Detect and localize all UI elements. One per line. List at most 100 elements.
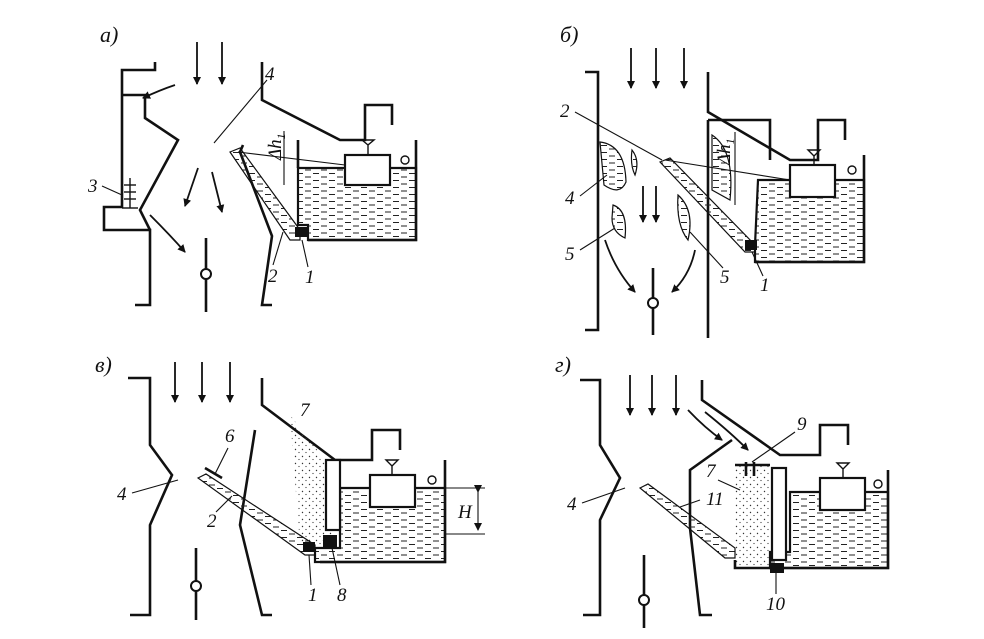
callout-line <box>213 79 268 144</box>
callout-line <box>301 239 309 268</box>
callout-4: 4 <box>565 188 575 209</box>
panel-v: в) H 4 6 2 7 <box>95 352 485 620</box>
callout-1: 1 <box>308 585 318 606</box>
throttle-valve-icon <box>647 268 659 335</box>
callout-line <box>272 231 284 266</box>
callout-line <box>751 431 796 463</box>
dimension-label: H <box>457 502 473 523</box>
air-channel <box>122 93 180 231</box>
callout-4: 4 <box>117 484 127 505</box>
callout-8: 8 <box>337 585 347 606</box>
float-valve-icon <box>835 462 851 478</box>
callout-10: 10 <box>766 594 786 615</box>
dimension-label: Δh1 <box>714 138 737 166</box>
jet <box>303 542 315 552</box>
callout-line <box>689 231 724 269</box>
right-wall <box>260 62 394 142</box>
float-pivot <box>400 155 410 165</box>
callout-7: 7 <box>300 400 311 421</box>
throttle-valve-icon <box>200 238 212 312</box>
panel-b: б) Δh1 2 <box>560 22 866 338</box>
diffuser-right <box>238 429 272 617</box>
inflow-arrows <box>627 48 688 89</box>
emulsion-tube <box>204 466 223 480</box>
left-wall <box>580 378 622 617</box>
callout-line <box>131 479 179 494</box>
callout-line <box>717 479 741 491</box>
diffuser-right <box>706 118 772 338</box>
callout-4: 4 <box>265 64 275 85</box>
float-valve-icon <box>806 149 822 165</box>
flow-arrow <box>183 167 199 207</box>
panel-a: а) <box>87 22 418 312</box>
nozzle-tube <box>229 147 301 241</box>
flow-arrow <box>604 239 636 293</box>
wall-film <box>611 204 627 239</box>
chamber-wall <box>296 140 418 242</box>
throttle-valve-icon <box>638 555 650 628</box>
callout-line <box>751 251 764 277</box>
callout-7: 7 <box>706 461 717 482</box>
jet <box>295 227 307 237</box>
callout-9: 9 <box>797 414 807 435</box>
callout-line <box>214 447 229 475</box>
inflow-arrows <box>193 42 226 85</box>
callout-5: 5 <box>720 267 730 288</box>
left-wall <box>585 70 600 332</box>
dimension-ref <box>237 151 346 166</box>
left-wall <box>102 62 157 307</box>
float-valve-icon <box>360 139 376 155</box>
callout-4: 4 <box>567 494 577 515</box>
throttle-valve-icon <box>190 548 202 620</box>
float-pivot <box>873 479 883 489</box>
float-pivot <box>847 165 857 175</box>
panel-label: в) <box>95 352 112 377</box>
air-arrow <box>687 409 723 441</box>
main-jet <box>323 535 337 547</box>
callout-3: 3 <box>87 176 98 197</box>
callout-line <box>215 495 233 513</box>
inflow-arrows <box>171 362 234 403</box>
callout-line <box>331 547 341 586</box>
float <box>818 476 867 512</box>
callout-line <box>101 185 123 196</box>
float <box>788 163 837 199</box>
callout-5: 5 <box>565 244 575 265</box>
flow-arrow <box>149 214 186 253</box>
callout-line <box>574 111 663 161</box>
callout-1: 1 <box>760 275 770 296</box>
main-jet <box>770 563 784 573</box>
left-wall <box>128 376 174 617</box>
wall-film <box>677 193 691 242</box>
air-arrow <box>142 84 176 99</box>
float-pivot <box>427 475 437 485</box>
callout-11: 11 <box>706 489 724 510</box>
float <box>343 153 392 187</box>
flow-arrow <box>671 249 696 293</box>
wall-film <box>711 133 732 201</box>
float <box>368 473 417 509</box>
jet <box>745 240 757 250</box>
wall-film <box>599 141 627 191</box>
dimension-label: Δh1 <box>265 133 288 161</box>
callout-line <box>579 174 608 197</box>
air-jet <box>744 462 756 476</box>
wall-film <box>630 148 638 177</box>
callout-2: 2 <box>268 266 278 287</box>
panel-label: б) <box>560 22 578 47</box>
panel-label: а) <box>100 22 118 47</box>
callout-line <box>581 487 626 504</box>
air-tube <box>324 458 342 532</box>
emulsion-well <box>290 415 335 545</box>
air-arrow <box>704 411 749 451</box>
dimension-ref <box>664 159 791 181</box>
panel-label: г) <box>555 352 571 377</box>
right-wall <box>706 72 847 162</box>
panel-g: г) 4 9 7 11 <box>555 352 890 628</box>
air-tube <box>770 466 788 562</box>
float-valve-icon <box>384 459 400 475</box>
right-wall <box>700 380 850 457</box>
idle-screw <box>122 178 138 209</box>
callout-line <box>579 227 616 251</box>
nozzle-tube <box>638 483 736 559</box>
